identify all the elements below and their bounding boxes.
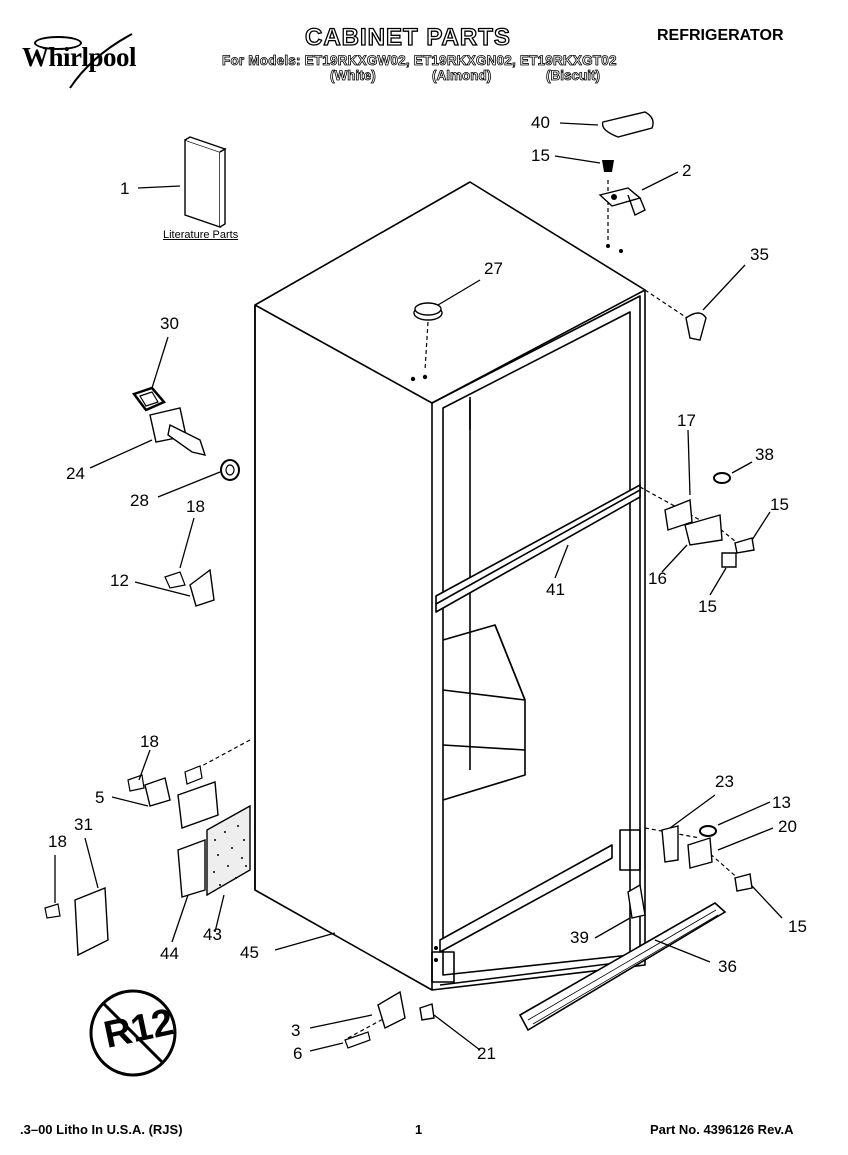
callout-23: 23 — [715, 772, 734, 791]
literature-parts-label: Literature Parts — [163, 229, 239, 241]
model-color-biscuit: (Biscuit) — [546, 68, 601, 84]
callout-12: 12 — [110, 571, 129, 590]
model-list: For Models: ET19RKXGW02, ET19RKXGN02, ET… — [222, 53, 617, 69]
callout-18-mid: 18 — [186, 497, 205, 516]
callout-24: 24 — [66, 464, 85, 483]
callout-20: 20 — [778, 817, 797, 836]
r12-symbol — [89, 989, 177, 1077]
callout-45: 45 — [240, 943, 259, 962]
callout-3: 3 — [291, 1021, 301, 1040]
callout-6: 6 — [293, 1044, 303, 1063]
callout-27: 27 — [484, 259, 503, 278]
callout-13: 13 — [772, 793, 791, 812]
page-title: CABINET PARTS — [304, 23, 511, 51]
callout-17: 17 — [677, 411, 696, 430]
callout-16: 16 — [648, 569, 667, 588]
callout-21: 21 — [477, 1044, 496, 1063]
callout-39: 39 — [570, 928, 589, 947]
callout-41: 41 — [546, 580, 565, 599]
callout-35: 35 — [750, 245, 769, 264]
callout-15-right: 15 — [770, 495, 789, 514]
model-color-almond: (Almond) — [432, 68, 492, 84]
callout-28: 28 — [130, 491, 149, 510]
callout-31: 31 — [74, 815, 93, 834]
callout-18-left: 18 — [140, 732, 159, 751]
appliance-category: REFRIGERATOR — [657, 27, 784, 44]
callout-36: 36 — [718, 957, 737, 976]
callout-43: 43 — [203, 925, 222, 944]
callout-18-bottom: 18 — [48, 832, 67, 851]
brand-logo: Whirlpool — [22, 42, 137, 72]
logo-oval — [34, 36, 82, 50]
model-color-white: (White) — [330, 68, 377, 84]
callout-15-bottom: 15 — [788, 917, 807, 936]
page-number: 1 — [415, 1122, 423, 1137]
callout-38: 38 — [755, 445, 774, 464]
callout-40: 40 — [531, 113, 550, 132]
logo-swoosh — [69, 33, 133, 89]
callout-44: 44 — [160, 944, 179, 963]
footer-print-info: .3–00 Litho In U.S.A. (RJS) — [20, 1122, 183, 1137]
callout-5: 5 — [95, 788, 105, 807]
callout-1: 1 — [120, 179, 130, 198]
callout-15-top: 15 — [531, 146, 550, 165]
callout-15-lower: 15 — [698, 597, 717, 616]
callout-30: 30 — [160, 314, 179, 333]
part-number: Part No. 4396126 Rev.A — [650, 1122, 794, 1137]
callout-2: 2 — [682, 161, 692, 180]
